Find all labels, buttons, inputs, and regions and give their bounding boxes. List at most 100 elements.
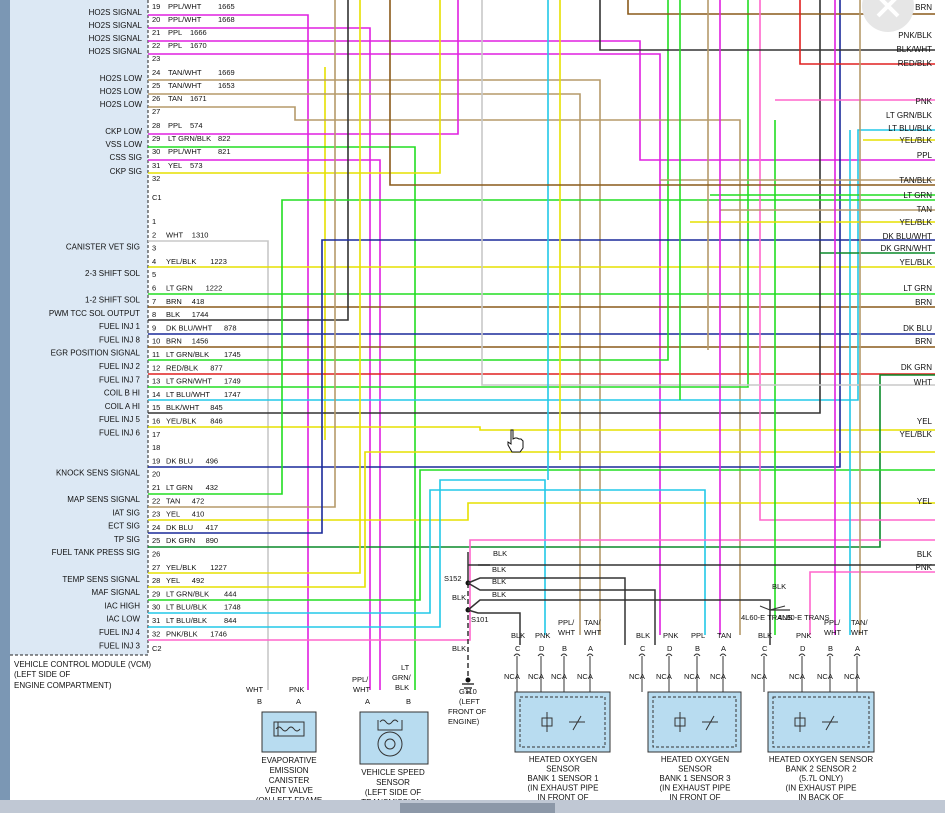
pin-number: 19 bbox=[152, 2, 160, 11]
pin-wire-color: DK BLU/WHT bbox=[166, 323, 213, 332]
pin-circuit-number: 1668 bbox=[218, 15, 235, 24]
pin-wire-color: PPL/WHT bbox=[168, 2, 202, 11]
g110-label-4: ENGINE) bbox=[448, 717, 480, 726]
pin-number: 9 bbox=[152, 323, 156, 332]
pin-signal-label: HO2S SIGNAL bbox=[89, 47, 143, 56]
pin-signal-label: EGR POSITION SIGNAL bbox=[51, 349, 141, 358]
right-wire-label: DK GRN/WHT bbox=[880, 244, 932, 253]
ho2s-terminal-icon bbox=[719, 653, 727, 657]
pin-wire-color: RED/BLK bbox=[166, 363, 198, 372]
pin-circuit-number: 1671 bbox=[190, 94, 207, 103]
pin-number: 23 bbox=[152, 54, 160, 63]
pin-number: 22 bbox=[152, 496, 160, 505]
evap-wire-pnk: PNK bbox=[289, 685, 304, 694]
ho2s-nca-label: NCA bbox=[528, 672, 544, 681]
ho2s-nca-label: NCA bbox=[656, 672, 672, 681]
right-wire-label: BLK/WHT bbox=[896, 45, 932, 54]
vss-wire-2b: GRN/ bbox=[392, 673, 412, 682]
pin-circuit-number: 844 bbox=[224, 616, 237, 625]
ho2s-wire-label: BLK bbox=[758, 631, 772, 640]
pin-wire-color: PPL/WHT bbox=[168, 15, 202, 24]
pin-number: 1 bbox=[152, 217, 156, 226]
wire-trace bbox=[148, 106, 741, 635]
pin-wire-color: DK BLU bbox=[166, 523, 193, 532]
right-wire-label: BLK bbox=[917, 550, 933, 559]
wire-trace bbox=[148, 0, 749, 388]
evap-caption-4: VENT VALVE bbox=[265, 786, 313, 795]
ho2s-pin: C bbox=[762, 644, 768, 653]
pin-wire-color: TAN bbox=[166, 496, 180, 505]
pin-number: 25 bbox=[152, 536, 160, 545]
heater-icon bbox=[541, 712, 553, 732]
vss-wire-1b: WHT bbox=[353, 685, 370, 694]
wire-trace bbox=[799, 0, 935, 65]
pin-number: 31 bbox=[152, 161, 160, 170]
ho2s-caption: (IN EXHAUST PIPE bbox=[786, 784, 857, 793]
pin-number: 30 bbox=[152, 603, 160, 612]
pin-number: 24 bbox=[152, 68, 160, 77]
pin-circuit-number: 417 bbox=[206, 523, 219, 532]
pin-number: 10 bbox=[152, 337, 160, 346]
ho2s-caption: (IN EXHAUST PIPE bbox=[660, 784, 731, 793]
pin-circuit-number: 1653 bbox=[218, 81, 235, 90]
pin-number: 27 bbox=[152, 107, 160, 116]
right-wire-label: PNK bbox=[916, 563, 933, 572]
wire-trace bbox=[148, 146, 416, 690]
pin-circuit-number: 845 bbox=[210, 403, 223, 412]
ho2s-pin: A bbox=[855, 644, 860, 653]
wire-trace bbox=[148, 159, 381, 690]
pin-number: 29 bbox=[152, 589, 160, 598]
pin-signal-label: KNOCK SENS SIGNAL bbox=[56, 468, 141, 477]
pin-number: 13 bbox=[152, 377, 160, 386]
pin-circuit-number: 418 bbox=[192, 297, 205, 306]
c2-connector-label: C2 bbox=[152, 644, 162, 653]
left-edge-bar bbox=[0, 0, 10, 813]
ho2s-inner bbox=[772, 696, 870, 748]
ho2s-wire-label: TAN/ bbox=[584, 618, 601, 627]
wire-trace bbox=[148, 239, 935, 534]
wire-trace bbox=[148, 93, 581, 635]
pin-wire-color: WHT bbox=[166, 230, 183, 239]
pin-number: 22 bbox=[152, 41, 160, 50]
splice-s101-label: S101 bbox=[471, 615, 489, 624]
ho2s-nca-label: NCA bbox=[504, 672, 520, 681]
pin-number: 4 bbox=[152, 257, 156, 266]
pin-wire-color: LT GRN bbox=[166, 284, 193, 293]
right-wire-label: YEL bbox=[917, 417, 933, 426]
ho2s-wire-label: BLK bbox=[636, 631, 650, 640]
wire-trace bbox=[148, 451, 935, 588]
ho2s-wire-label: PNK bbox=[663, 631, 678, 640]
pin-wire-color: TAN/WHT bbox=[168, 68, 202, 77]
pin-signal-label: CANISTER VET SIG bbox=[66, 242, 140, 251]
close-button[interactable] bbox=[862, 0, 914, 32]
ho2s-nca-label: NCA bbox=[710, 672, 726, 681]
wire-trace bbox=[599, 0, 935, 51]
right-wire-label: BRN bbox=[915, 3, 932, 12]
pin-circuit-number: 574 bbox=[190, 121, 203, 130]
heater-icon bbox=[794, 712, 806, 732]
pin-circuit-number: 1748 bbox=[224, 603, 241, 612]
evap-pin-a: A bbox=[296, 697, 301, 706]
wire-trace bbox=[148, 199, 935, 495]
pin-signal-label: MAF SIGNAL bbox=[92, 588, 141, 597]
ho2s-caption: IN FRONT OF bbox=[538, 793, 589, 802]
pin-number: 17 bbox=[152, 430, 160, 439]
ho2s-nca-label: NCA bbox=[789, 672, 805, 681]
pin-wire-color: LT BLU/BLK bbox=[166, 616, 207, 625]
vcm-caption-line-3: ENGINE COMPARTMENT) bbox=[14, 681, 112, 690]
right-wire-label: BRN bbox=[915, 298, 932, 307]
vss-wire-2c: BLK bbox=[395, 683, 409, 692]
pin-signal-label: CKP SIG bbox=[110, 167, 142, 176]
vcm-caption-line-1: VEHICLE CONTROL MODULE (VCM) bbox=[14, 660, 151, 669]
bottom-scroll-thumb[interactable] bbox=[400, 803, 555, 813]
right-wire-label: DK GRN bbox=[901, 363, 932, 372]
vss-caption-1: VEHICLE SPEED bbox=[361, 768, 425, 777]
pin-circuit-number: 1665 bbox=[218, 2, 235, 11]
pin-signal-label: FUEL INJ 7 bbox=[99, 375, 141, 384]
pin-signal-label: TP SIG bbox=[114, 535, 140, 544]
pin-number: 21 bbox=[152, 483, 160, 492]
wire-trace bbox=[148, 479, 546, 635]
pin-circuit-number: 1670 bbox=[190, 41, 207, 50]
evap-wire-wht: WHT bbox=[246, 685, 263, 694]
pin-number: 12 bbox=[152, 363, 160, 372]
